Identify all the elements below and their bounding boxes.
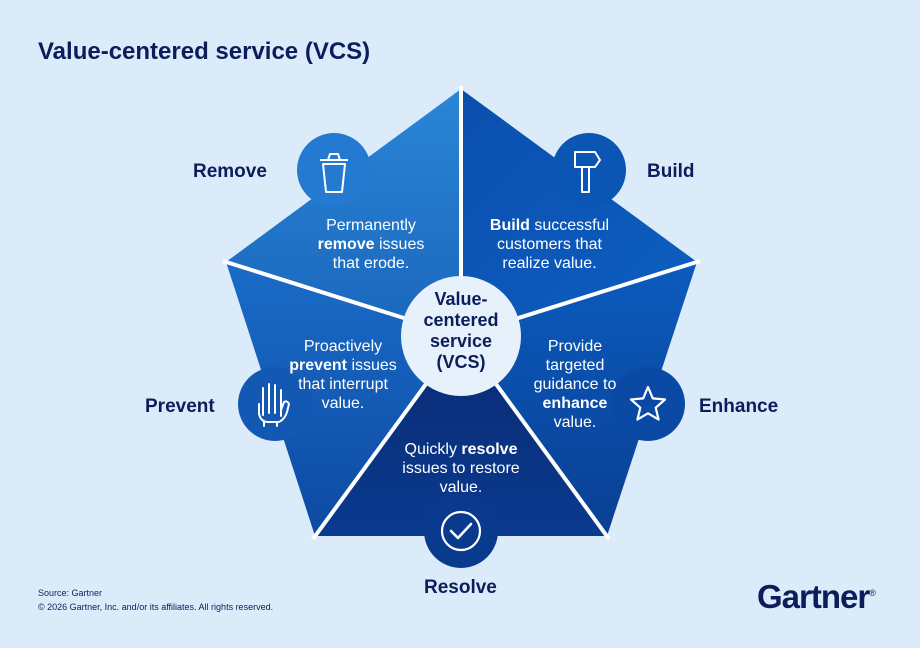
resolve-description: Quickly resolve issues to restore value. (402, 441, 520, 496)
source-note: Source: Gartner (38, 588, 103, 598)
label-resolve: Resolve (424, 577, 497, 598)
label-build: Build (647, 161, 695, 182)
center-circle (401, 276, 521, 396)
hammer-icon (574, 151, 601, 193)
enhance-description: Provide targeted guidance to enhance val… (533, 338, 617, 431)
label-enhance: Enhance (699, 396, 779, 417)
remove-description: Permanently remove issues that erode. (317, 217, 425, 272)
build-description: Build successful customers that realize … (489, 217, 610, 272)
gartner-logo: Gartner® (757, 578, 876, 615)
segment-resolve (315, 336, 607, 568)
trash-can-icon (320, 153, 348, 193)
label-remove: Remove (193, 161, 267, 182)
segment-remove (226, 89, 461, 336)
check-circle-icon (440, 510, 482, 552)
raised-hand-icon (258, 383, 290, 427)
center-label: Value- centered service (VCS) (423, 289, 499, 372)
label-prevent: Prevent (145, 396, 215, 417)
copyright-note: © 2026 Gartner, Inc. and/or its affiliat… (38, 602, 274, 612)
prevent-description: Proactively prevent issues that interrup… (289, 338, 397, 412)
page-title: Value-centered service (VCS) (38, 38, 371, 65)
star-icon (629, 385, 667, 421)
